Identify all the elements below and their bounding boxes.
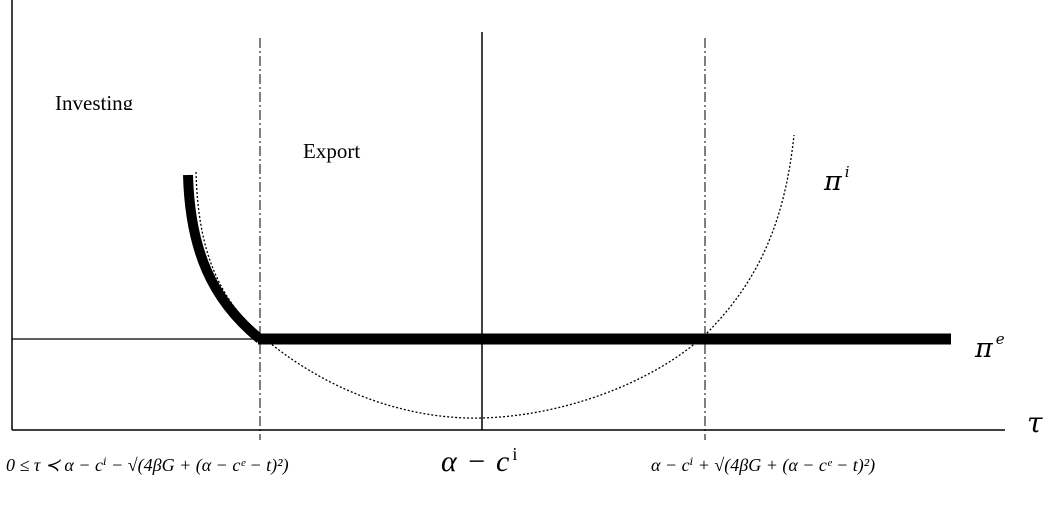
export-region-label: Export	[303, 139, 360, 163]
right-threshold-formula: α − cⁱ + √(4βG + (α − cᵉ − t)²)	[651, 455, 876, 475]
investing-label-mask	[40, 110, 180, 124]
left-threshold-formula: 0 ≤ τ ≺ α − cⁱ − √(4βG + (α − cᵉ − t)²)	[6, 455, 289, 475]
center-point-base: α − c	[441, 445, 511, 478]
x-axis-label: τ	[1027, 406, 1043, 439]
investing-profit-curve	[195, 134, 795, 419]
investing-envelope-segment	[183, 174, 264, 343]
center-point-sup: i	[512, 444, 519, 464]
